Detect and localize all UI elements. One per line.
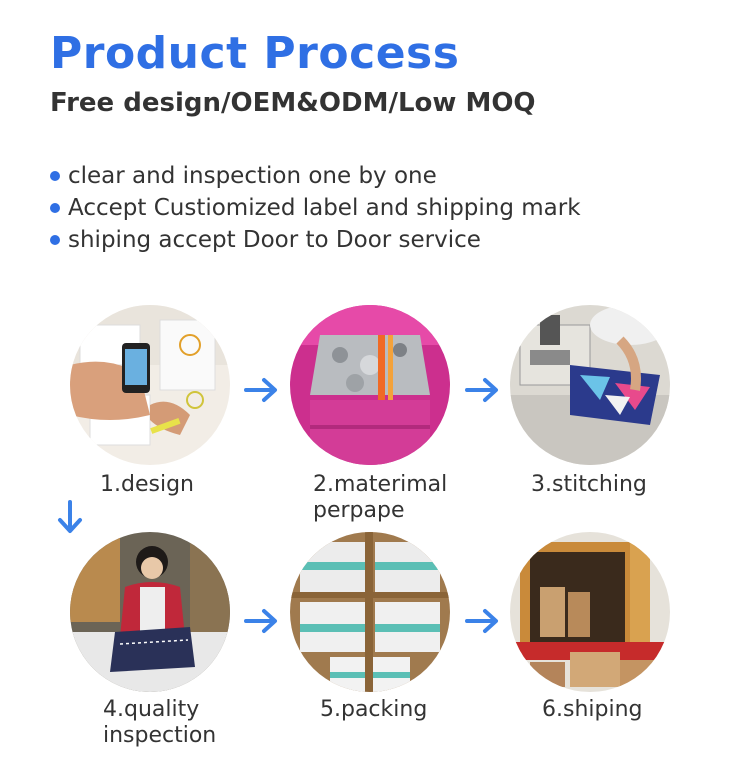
- arrow-right-icon: [465, 609, 498, 633]
- step-label-shipping: 6.shiping: [542, 697, 643, 722]
- step-label-design: 1.design: [100, 472, 194, 497]
- page-subtitle: Free design/OEM&ODM/Low MOQ: [50, 88, 536, 118]
- page-title: Product Process: [50, 28, 460, 79]
- bullet-dot-icon: [50, 203, 60, 213]
- feature-item: clear and inspection one by one: [50, 160, 581, 192]
- step-stitching-image: [510, 305, 670, 465]
- step-label-packing: 5.packing: [320, 697, 428, 722]
- step-label-stitching: 3.stitching: [531, 472, 647, 497]
- feature-list: clear and inspection one by one Accept C…: [50, 160, 581, 256]
- feature-item: shiping accept Door to Door service: [50, 224, 581, 256]
- step-packing-image: [290, 532, 450, 692]
- arrow-down-icon: [58, 500, 82, 533]
- step-label-material: 2.materimal perpape: [313, 472, 448, 523]
- step-design-image: [70, 305, 230, 465]
- step-quality-image: [70, 532, 230, 692]
- arrow-right-icon: [465, 378, 498, 402]
- feature-item: Accept Custiomized label and shipping ma…: [50, 192, 581, 224]
- bullet-dot-icon: [50, 171, 60, 181]
- step-shipping-image: [510, 532, 670, 692]
- step-material-image: [290, 305, 450, 465]
- arrow-right-icon: [244, 609, 277, 633]
- arrow-right-icon: [244, 378, 277, 402]
- step-label-quality: 4.quality inspection: [103, 697, 217, 748]
- bullet-dot-icon: [50, 235, 60, 245]
